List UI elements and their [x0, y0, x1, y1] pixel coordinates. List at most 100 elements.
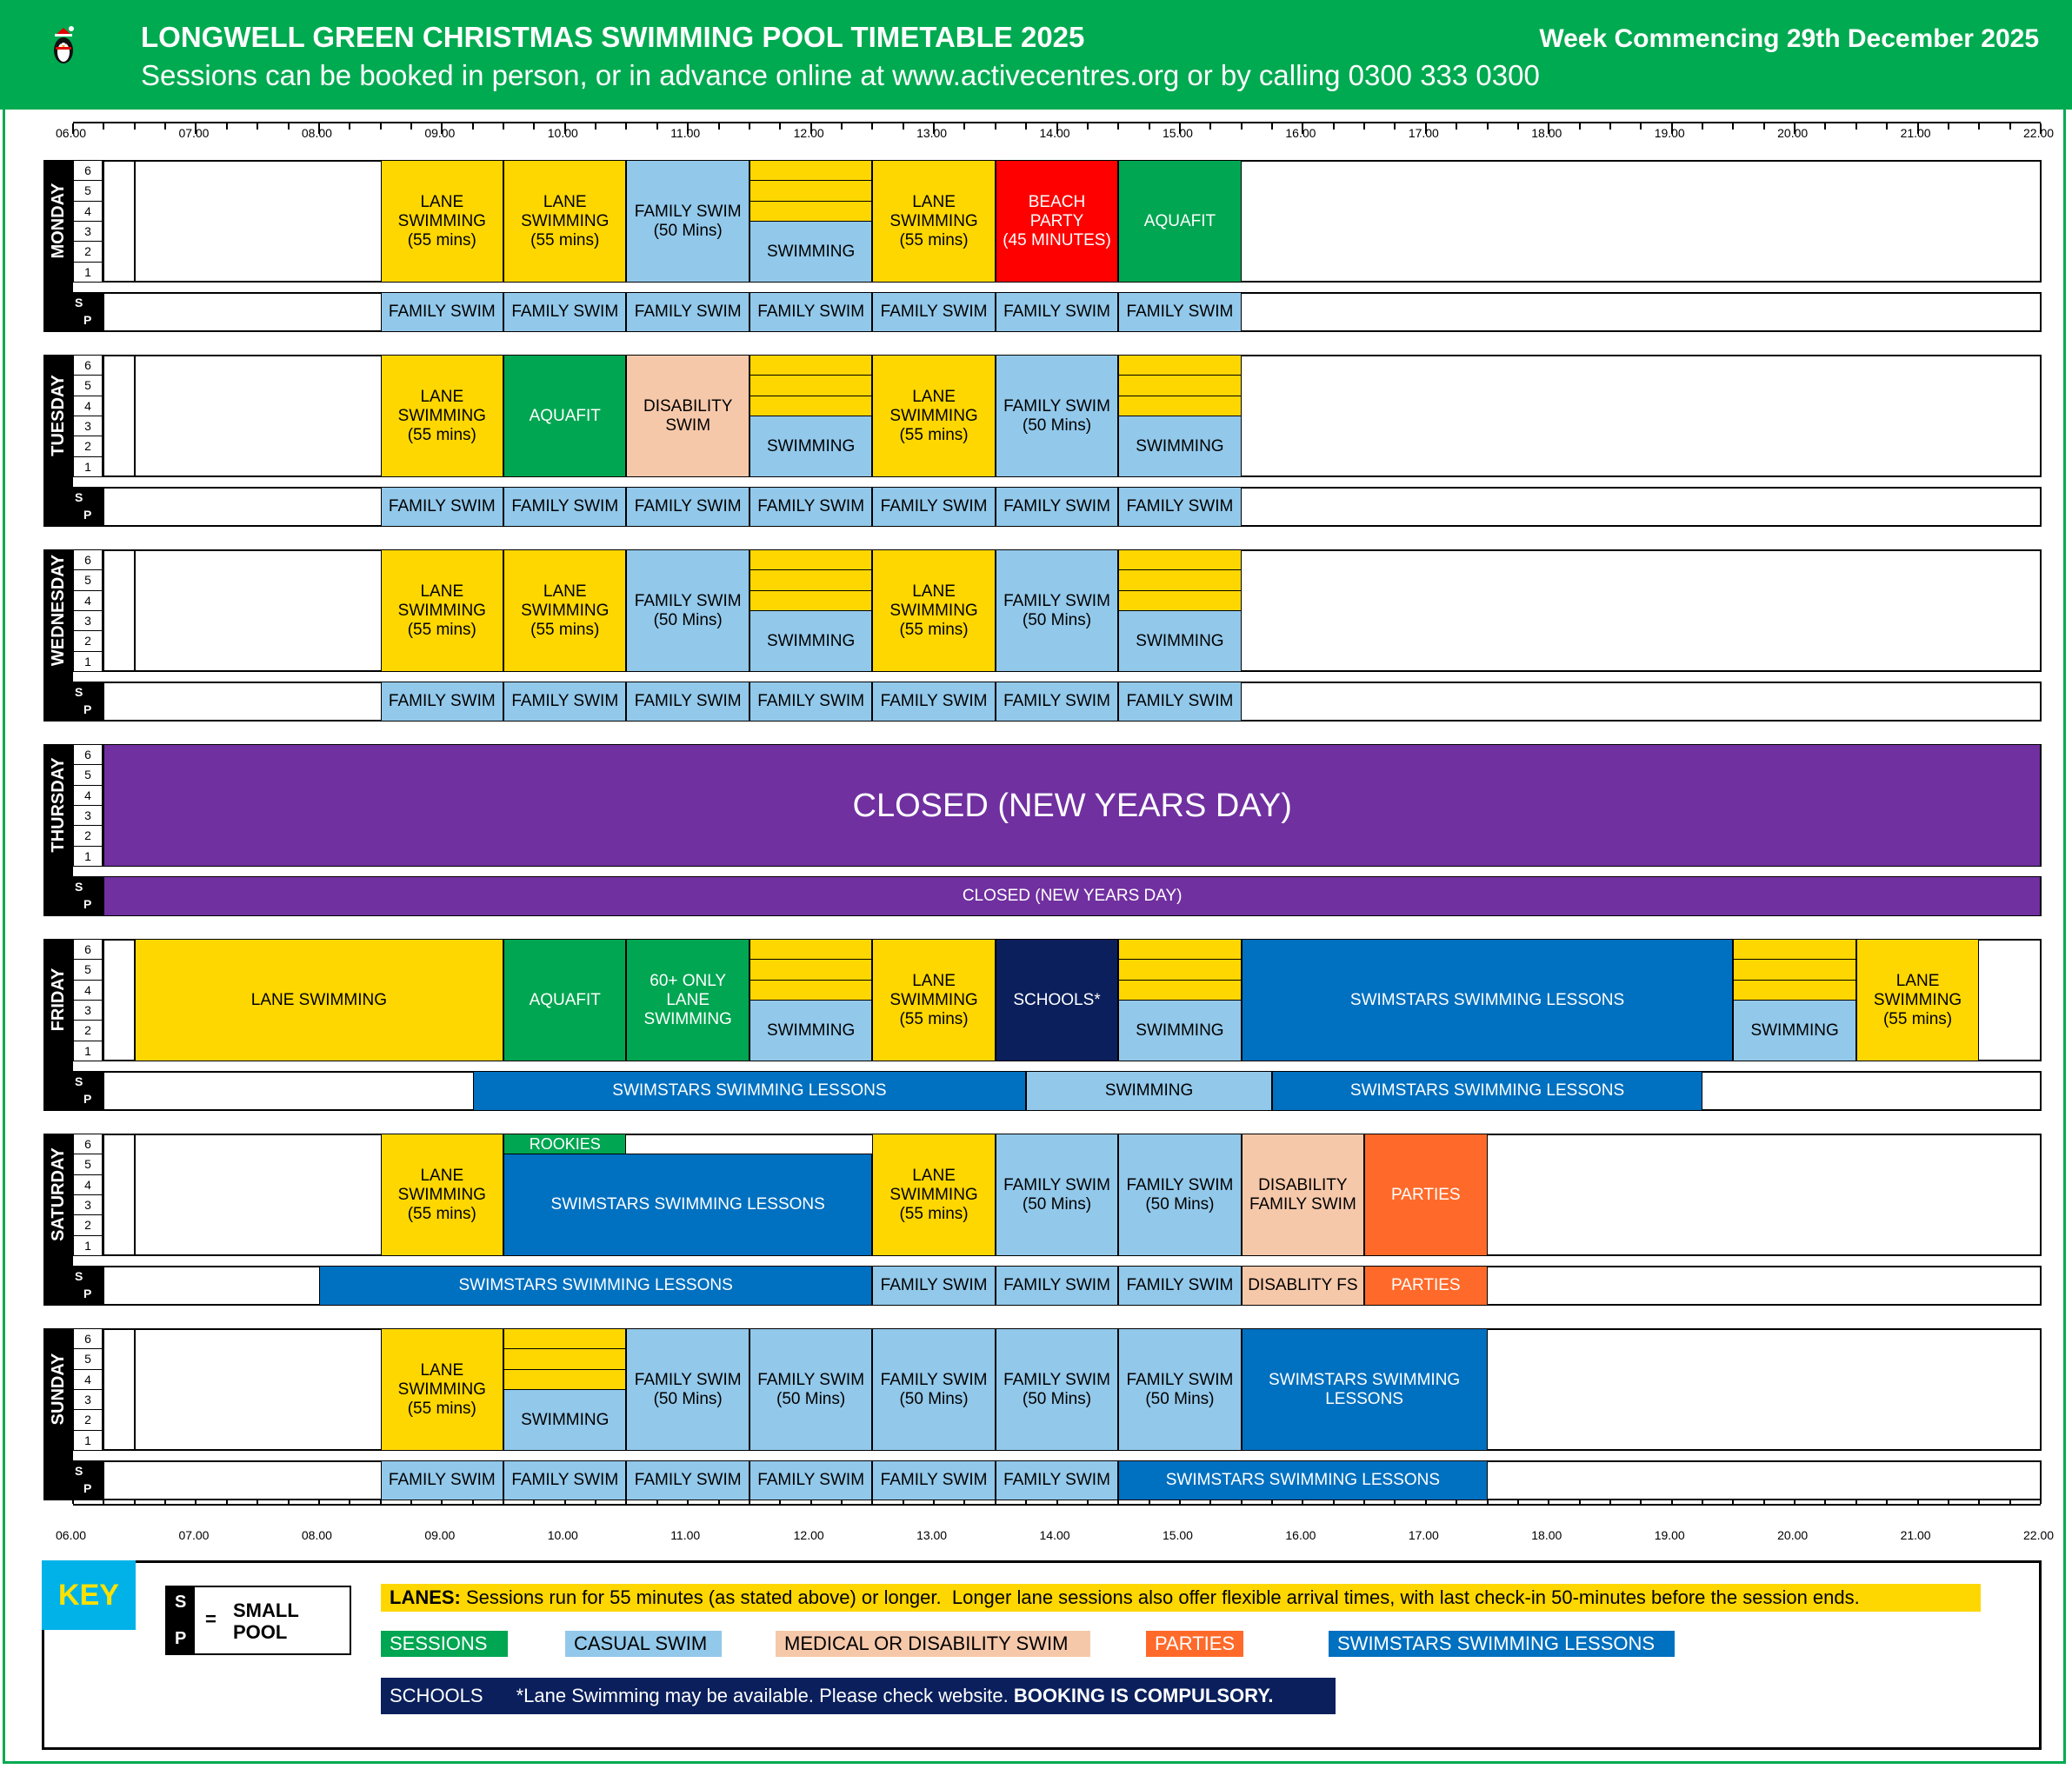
time-tick	[1394, 123, 1396, 130]
session-block	[749, 160, 873, 182]
time-label: 19.00	[1654, 126, 1685, 140]
time-tick	[840, 1498, 843, 1504]
time-tick	[625, 1498, 628, 1504]
key-lanes-bold: LANES:	[390, 1586, 461, 1608]
session-block: FAMILY SWIM (50 Mins)	[626, 1328, 750, 1451]
session-block	[1118, 569, 1242, 591]
time-tick	[840, 123, 843, 130]
time-label: 12.00	[793, 1528, 824, 1542]
small-pool-session: FAMILY SWIM	[995, 292, 1119, 332]
lane-number: 5	[73, 569, 103, 591]
time-tick	[1209, 1498, 1212, 1504]
key-lanes: LANES: Sessions run for 55 minutes (as s…	[381, 1584, 1981, 1612]
day-bar-friday	[43, 939, 73, 1111]
time-tick	[994, 123, 996, 130]
time-tick	[1148, 123, 1150, 130]
time-tick	[1916, 123, 1919, 134]
time-tick	[257, 1498, 259, 1504]
time-label: 10.00	[547, 126, 578, 140]
time-tick	[225, 1498, 228, 1504]
key-title: KEY	[42, 1560, 136, 1630]
session-block: LANE SWIMMING (55 mins)	[872, 355, 996, 477]
time-tick	[1824, 123, 1827, 130]
small-pool-session: FAMILY SWIM	[380, 682, 504, 722]
lane-number: 4	[73, 784, 103, 806]
time-label: 22.00	[2023, 1528, 2055, 1542]
time-tick	[1640, 1498, 1642, 1504]
time-tick	[563, 123, 566, 134]
time-label: 21.00	[1900, 126, 1931, 140]
key-sp-text: SMALL POOL	[233, 1599, 299, 1643]
time-tick	[1117, 1498, 1120, 1504]
time-tick	[410, 123, 412, 130]
time-tick	[1332, 1498, 1335, 1504]
key-medical: MEDICAL OR DISABILITY SWIM	[776, 1631, 1090, 1657]
small-pool-p: P	[83, 1092, 92, 1106]
session-block	[503, 1328, 627, 1350]
small-pool-session: FAMILY SWIM	[995, 1266, 1119, 1306]
time-tick	[379, 123, 382, 130]
day-label-friday: FRIDAY	[49, 968, 68, 1032]
time-tick	[1609, 1498, 1611, 1504]
main-pool-divider	[134, 549, 136, 671]
lane-number: 5	[73, 375, 103, 396]
time-label: 17.00	[1408, 1528, 1439, 1542]
small-pool-p: P	[83, 897, 92, 911]
session-block: LANE SWIMMING (55 mins)	[380, 1134, 504, 1256]
time-tick	[2040, 123, 2042, 134]
session-block	[1118, 395, 1242, 416]
session-block	[1118, 979, 1242, 1001]
time-tick	[1855, 123, 1857, 130]
small-pool-session: FAMILY SWIM	[1118, 682, 1242, 722]
day-label-monday: MONDAY	[49, 183, 68, 259]
time-label: 10.00	[547, 1528, 578, 1542]
lane-number: 3	[73, 1389, 103, 1411]
key-schools-note-bold: BOOKING IS COMPULSORY.	[1013, 1685, 1274, 1706]
small-pool-session: FAMILY SWIM	[995, 1460, 1119, 1500]
time-tick	[1025, 123, 1028, 130]
session-block	[503, 1348, 627, 1370]
session-block: 60+ ONLY LANE SWIMMING	[626, 939, 750, 1061]
header-banner: LONGWELL GREEN CHRISTMAS SWIMMING POOL T…	[0, 0, 2072, 110]
session-block	[749, 549, 873, 571]
main-pool-divider	[134, 1134, 136, 1255]
lane-number: 2	[73, 825, 103, 847]
time-tick	[1824, 1498, 1827, 1504]
time-tick	[1271, 123, 1274, 130]
small-pool-session: FAMILY SWIM	[503, 292, 627, 332]
lane-number: 3	[73, 805, 103, 827]
time-label: 11.00	[670, 1528, 701, 1542]
time-label: 07.00	[178, 1528, 210, 1542]
session-block: SWIMMING	[1118, 610, 1242, 672]
time-tick	[933, 123, 936, 134]
lane-number: 6	[73, 744, 103, 766]
time-tick	[349, 1498, 351, 1504]
small-pool-session: FAMILY SWIM	[503, 682, 627, 722]
session-block: LANE SWIMMING (55 mins)	[872, 939, 996, 1061]
time-tick	[779, 123, 782, 130]
lane-number: 6	[73, 1134, 103, 1155]
time-tick	[1363, 1498, 1366, 1504]
time-tick	[1178, 123, 1181, 134]
time-label: 18.00	[1531, 126, 1562, 140]
time-label: 20.00	[1777, 1528, 1809, 1542]
session-block	[1118, 549, 1242, 571]
time-tick	[779, 1498, 782, 1504]
time-tick	[1148, 1498, 1150, 1504]
time-label: 06.00	[56, 1528, 87, 1542]
time-tick	[1025, 1498, 1028, 1504]
key-sp-p: P	[175, 1629, 187, 1648]
time-tick	[503, 123, 505, 130]
session-block	[1118, 589, 1242, 611]
key-sp-s: S	[175, 1593, 187, 1612]
time-tick	[1456, 123, 1458, 130]
key-schools: SCHOOLS *Lane Swimming may be available.…	[381, 1678, 1336, 1714]
small-pool-s: S	[75, 685, 83, 699]
time-tick	[1056, 123, 1058, 134]
time-tick	[748, 123, 750, 130]
lane-number: 2	[73, 436, 103, 457]
session-block: SWIMMING	[749, 1000, 873, 1061]
